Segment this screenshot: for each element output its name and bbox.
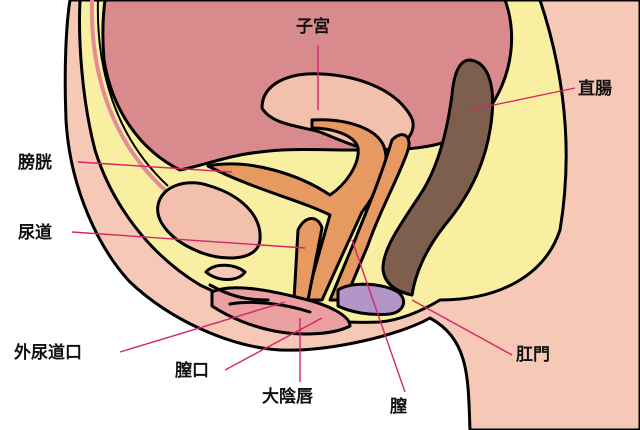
perineum-fold [208,283,270,302]
label-anus: 肛門 [516,345,550,365]
urethra-tube [292,217,324,302]
leader-vaginal-opening [224,317,323,371]
leader-urethra [71,231,306,249]
leader-anus [411,299,513,356]
leader-bladder [77,161,233,173]
vagina-shape [336,282,406,316]
label-vagina: 膣 [390,396,407,417]
cervix [328,133,411,302]
leader-vagina [351,239,406,393]
label-rectum: 直腸 [578,78,612,99]
labia-fold [228,300,312,314]
uterus-fundus [260,72,415,152]
leader-urethral-opening [119,301,286,353]
uterus-body [206,118,388,302]
small-fold [204,263,247,281]
label-urethra: 尿道 [18,222,52,243]
label-bladder: 膀胱 [18,152,52,173]
label-labia-majora: 大陰唇 [262,386,314,407]
rectum-shape [381,58,495,297]
peritoneum-line [89,0,167,192]
label-vaginal-opening: 膣口 [175,360,209,381]
label-uterus: 子宮 [296,16,330,37]
label-urethral-opening: 外尿道口 [14,342,82,363]
leader-rectum [469,87,576,111]
